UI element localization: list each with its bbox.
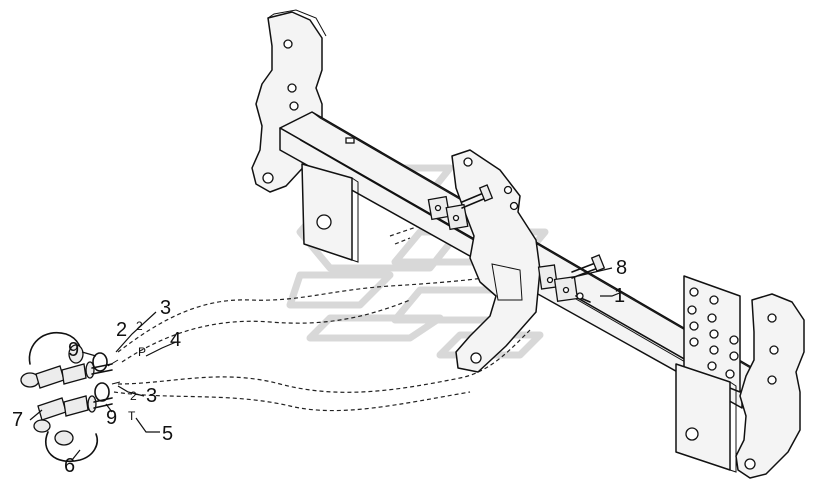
beam-slot — [345, 137, 355, 144]
callout-8: 8 — [616, 257, 627, 279]
upper-clamp-assembly — [427, 184, 494, 231]
dust-cap — [68, 344, 84, 364]
plate-hole — [287, 83, 297, 93]
lower-clamp-assembly — [537, 254, 606, 303]
right-mounting-plate — [683, 275, 741, 393]
callout-3-lower: 3 — [146, 385, 157, 407]
port-t-label: T — [128, 409, 136, 423]
plate-hole — [283, 39, 293, 49]
dust-cap — [54, 430, 74, 446]
line-p-number: 2 — [136, 319, 143, 333]
callout-5: 5 — [162, 423, 173, 445]
line-t-number: 2 — [130, 389, 137, 403]
center-bracket — [451, 149, 541, 373]
o-ring — [94, 382, 110, 402]
callout-9-upper: 9 — [68, 339, 79, 361]
callout-2: 2 — [116, 319, 127, 341]
callout-6: 6 — [64, 455, 75, 477]
plate-hole — [262, 172, 274, 184]
callout-labels: 1 2 3 3 4 5 6 7 8 9 9 2 P 2 T — [12, 257, 627, 477]
callout-7: 7 — [12, 409, 23, 431]
callout-leaders — [29, 267, 623, 461]
port-p-label: P — [138, 345, 146, 359]
lower-right-pad — [675, 363, 737, 473]
callout-9-lower: 9 — [106, 407, 117, 429]
o-ring — [92, 352, 108, 372]
dust-cap — [33, 419, 51, 433]
dust-cap-strap — [45, 431, 98, 463]
callout-1: 1 — [614, 285, 625, 307]
callout-4: 4 — [170, 329, 181, 351]
right-side-plate — [735, 293, 805, 479]
callout-3-upper: 3 — [160, 297, 171, 319]
left-mounting-plate — [301, 163, 359, 263]
coupler-assembly — [20, 331, 121, 463]
plate-hole — [289, 101, 299, 111]
